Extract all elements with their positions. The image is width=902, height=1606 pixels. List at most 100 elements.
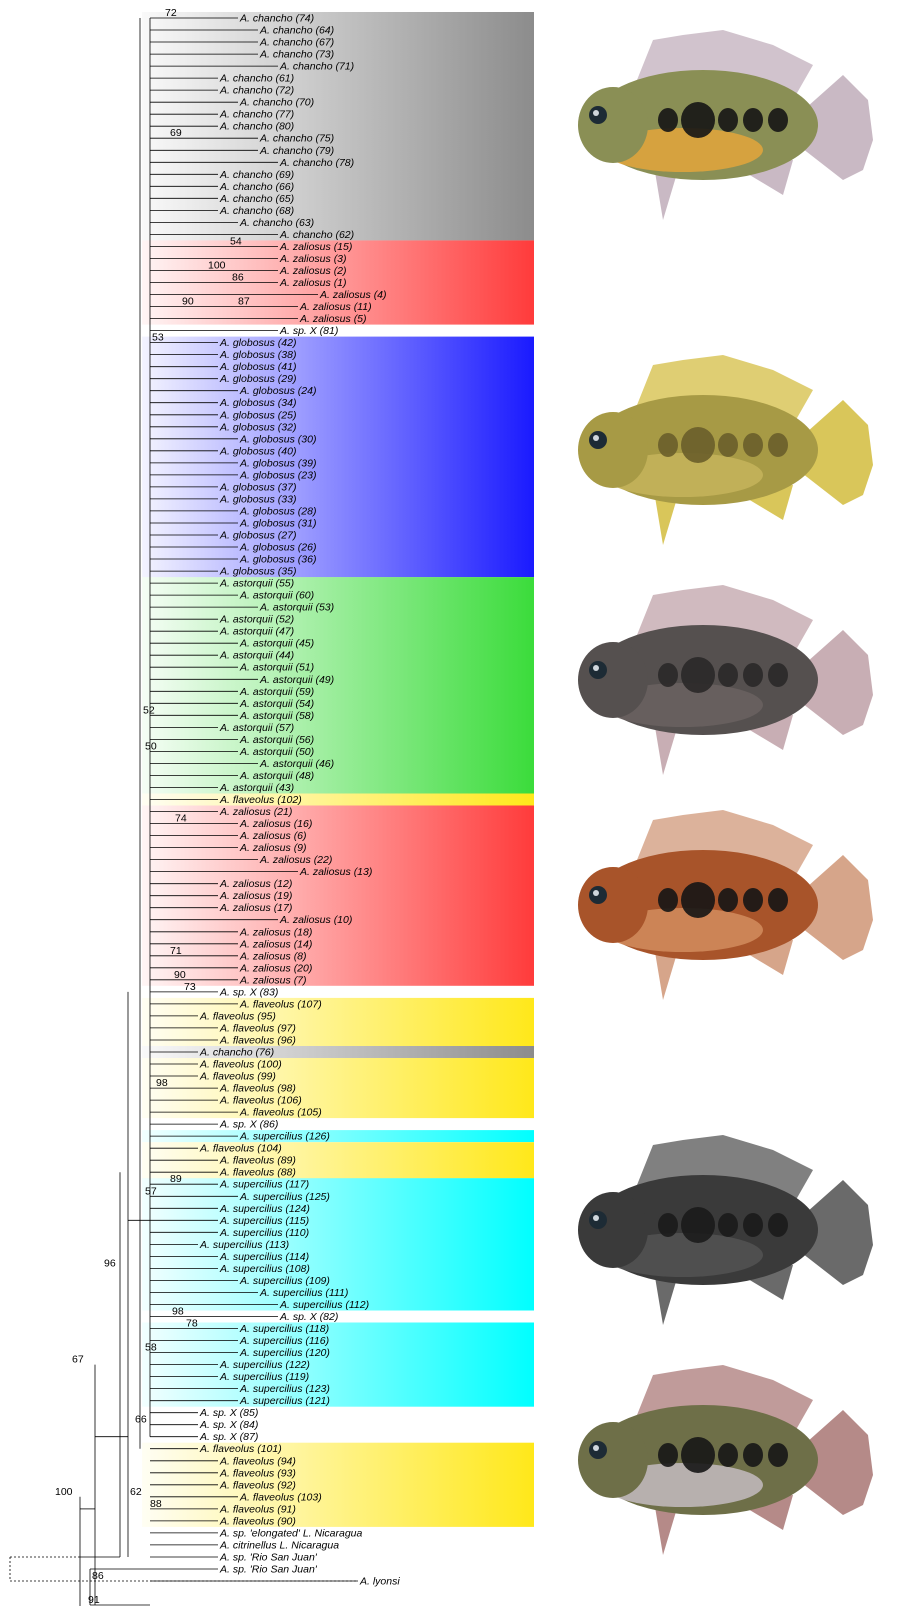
taxon-label: A. globosus (34) [219,397,296,409]
taxon-label: A. supercilius (113) [199,1239,289,1251]
taxon-label: A. zaliosus (16) [239,818,312,830]
taxon-label: A. supercilius (108) [219,1263,310,1275]
taxon-label: A. supercilius (111) [259,1287,348,1299]
taxon-label: A. chancho (71) [279,61,354,73]
bootstrap-value: 66 [135,1414,147,1426]
bootstrap-value: 50 [145,740,157,752]
globosus-fish-photo [543,345,888,580]
taxon-label: A. astorquii (46) [259,758,334,770]
taxon-label: A. sp. X (83) [219,986,278,998]
taxon-label: A. globosus (35) [219,566,296,578]
taxon-label: A. supercilius (115) [219,1215,309,1227]
taxon-label: A. supercilius (119) [219,1371,309,1383]
taxon-label: A. zaliosus (17) [219,902,292,914]
taxon-label: A. flaveolus (101) [199,1443,282,1455]
bootstrap-value: 90 [182,296,194,308]
bootstrap-value: 52 [143,704,155,716]
fish-icon [543,575,888,805]
taxon-label: A. sp. X (81) [279,325,338,337]
taxon-label: A. globosus (39) [239,457,316,469]
bootstrap-value: 88 [150,1498,162,1510]
taxon-label: A. globosus (23) [239,469,316,481]
bootstrap-value: 54 [230,235,242,247]
taxon-label: A. globosus (30) [239,433,316,445]
taxon-label: A. chancho (76) [199,1047,274,1059]
taxon-label: A. globosus (37) [219,481,296,493]
bootstrap-value: 100 [55,1486,73,1498]
taxon-label: A. sp. 'elongated' L. Nicaragua [219,1527,363,1539]
bootstrap-value: 89 [170,1173,182,1185]
taxon-label: A. supercilius (109) [239,1275,330,1287]
taxon-label: A. flaveolus (102) [219,794,302,806]
taxon-label: A. zaliosus (1) [279,277,347,289]
taxon-label: A. chancho (61) [219,73,294,85]
taxon-label: A. astorquii (60) [239,590,314,602]
taxon-label: A. zaliosus (15) [279,241,352,253]
taxon-label: A. supercilius (124) [219,1203,310,1215]
chancho-fish-photo [543,20,888,255]
taxon-label: A. chancho (80) [219,121,294,133]
taxon-label: A. chancho (64) [259,25,334,37]
taxon-label: A. chancho (72) [219,85,294,97]
astorquii-fish-photo [543,575,888,810]
taxon-label: A. chancho (75) [259,133,334,145]
taxon-label: A. flaveolus (91) [219,1503,296,1515]
taxon-label: A. chancho (70) [239,97,314,109]
taxon-label: A. supercilius (120) [239,1347,330,1359]
taxon-label: A. zaliosus (3) [279,253,347,265]
taxon-label: A. lyonsi [359,1576,400,1588]
taxon-label: A. sp. 'Rio San Juan' [219,1564,318,1576]
taxon-label: A. flaveolus (89) [219,1155,296,1167]
taxon-label: A. chancho (65) [219,193,294,205]
clade-band-globosus [142,337,534,577]
taxon-label: A. flaveolus (92) [219,1479,296,1491]
taxon-label: A. astorquii (54) [239,698,314,710]
taxon-label: A. supercilius (117) [219,1179,309,1191]
bootstrap-value: 72 [165,7,177,19]
taxon-label: A. sp. X (86) [219,1119,278,1131]
taxon-label: A. flaveolus (95) [199,1010,276,1022]
bootstrap-value: 86 [92,1570,104,1582]
taxon-label: A. astorquii (43) [219,782,294,794]
taxon-label: A. supercilius (110) [219,1227,309,1239]
taxon-label: A. chancho (79) [259,145,334,157]
taxon-label: A. chancho (73) [259,49,334,61]
taxon-label: A. flaveolus (96) [219,1035,296,1047]
taxon-label: A. astorquii (48) [239,770,314,782]
bootstrap-value: 100 [208,260,226,272]
taxon-label: A. flaveolus (94) [219,1455,296,1467]
taxon-label: A. globosus (26) [239,542,316,554]
taxon-label: A. zaliosus (10) [279,914,352,926]
taxon-label: A. zaliosus (5) [299,313,367,325]
taxon-label: A. flaveolus (97) [219,1022,296,1034]
taxon-label: A. zaliosus (7) [239,974,307,986]
taxon-label: A. supercilius (114) [219,1251,309,1263]
fish-icon [543,345,888,575]
taxon-label: A. zaliosus (14) [239,938,312,950]
taxon-label: A. chancho (68) [219,205,294,217]
taxon-label: A. zaliosus (4) [319,289,387,301]
taxon-label: A. flaveolus (103) [239,1491,322,1503]
bootstrap-value: 58 [145,1342,157,1354]
taxon-label: A. zaliosus (8) [239,950,307,962]
taxon-label: A. supercilius (116) [239,1335,329,1347]
taxon-label: A. sp. 'Rio San Juan' [219,1552,318,1564]
bootstrap-value: 69 [170,127,182,139]
bootstrap-value: 98 [172,1306,184,1318]
taxon-label: A. supercilius (112) [279,1299,369,1311]
taxon-label: A. flaveolus (100) [199,1059,282,1071]
taxon-label: A. flaveolus (98) [219,1083,296,1095]
taxon-label: A. globosus (36) [239,554,316,566]
taxon-label: A. sp. X (84) [199,1419,258,1431]
taxon-label: A. astorquii (53) [259,602,334,614]
taxon-label: A. globosus (27) [219,530,296,542]
bootstrap-value: 73 [184,981,196,993]
fish-icon [543,1355,888,1585]
taxon-label: A. sp. X (85) [199,1407,258,1419]
taxon-label: A. supercilius (118) [239,1323,329,1335]
taxon-label: A. flaveolus (107) [239,998,322,1010]
taxon-label: A. chancho (77) [219,109,294,121]
taxon-label: A. zaliosus (21) [219,806,292,818]
taxon-label: A. zaliosus (11) [299,301,372,313]
taxon-label: A. flaveolus (104) [199,1143,282,1155]
